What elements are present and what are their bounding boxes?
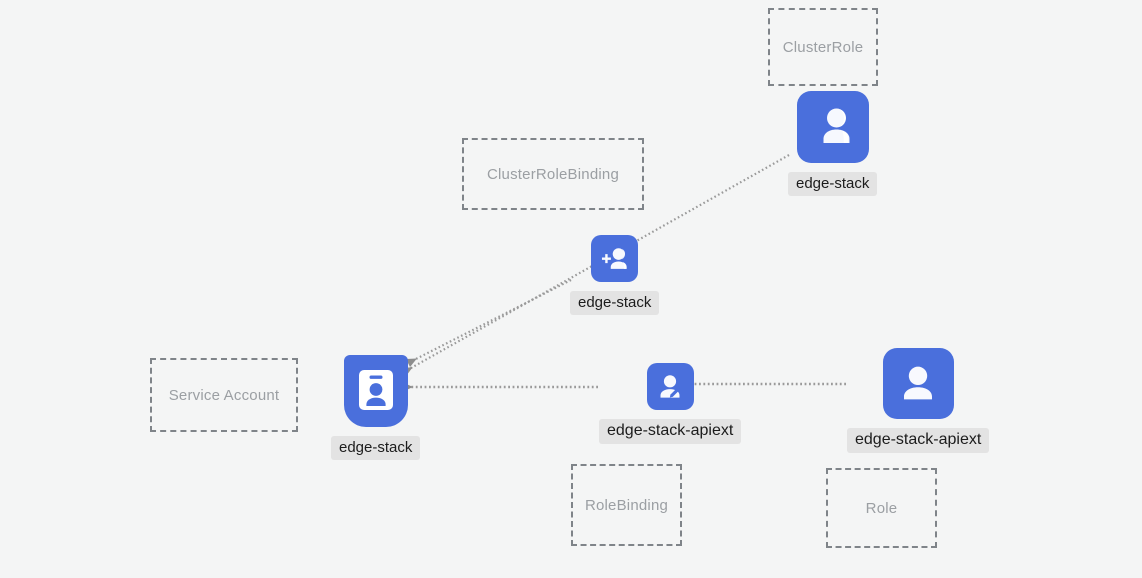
- node-label-serviceaccount-edge-stack: edge-stack: [331, 436, 421, 461]
- group-box-cluster-role: ClusterRole: [768, 8, 878, 86]
- id-badge-person-icon[interactable]: [343, 355, 408, 427]
- node-clusterrolebinding-edge-stack[interactable]: edge-stack: [570, 235, 660, 316]
- person-edit-icon[interactable]: [646, 363, 694, 410]
- person-icon[interactable]: [882, 348, 954, 419]
- node-rolebinding-edge-stack-apiext[interactable]: edge-stack-apiext: [599, 363, 742, 445]
- node-label-clusterrolebinding-edge-stack: edge-stack: [570, 291, 660, 316]
- group-box-role: Role: [826, 468, 937, 548]
- group-label-role-binding: RoleBinding: [584, 496, 669, 514]
- node-label-clusterrole-edge-stack: edge-stack: [788, 172, 878, 197]
- group-users-icon[interactable]: [796, 91, 869, 163]
- node-role-edge-stack-apiext[interactable]: edge-stack-apiext: [847, 348, 990, 454]
- group-label-role: Role: [865, 499, 898, 517]
- node-label-role-edge-stack-apiext: edge-stack-apiext: [847, 428, 990, 454]
- edge-clusterrolebinding-to-serviceaccount: [405, 279, 572, 368]
- group-label-cluster-role-binding: ClusterRoleBinding: [486, 165, 619, 183]
- group-box-cluster-role-binding: ClusterRoleBinding: [462, 138, 644, 210]
- node-serviceaccount-edge-stack[interactable]: edge-stack: [331, 355, 421, 461]
- node-clusterrole-edge-stack[interactable]: edge-stack: [788, 91, 878, 197]
- group-box-service-account: Service Account: [150, 358, 298, 432]
- node-label-rolebinding-edge-stack-apiext: edge-stack-apiext: [599, 419, 742, 445]
- group-box-role-binding: RoleBinding: [571, 464, 682, 546]
- add-group-users-icon[interactable]: [591, 235, 639, 282]
- group-label-cluster-role: ClusterRole: [782, 38, 864, 56]
- group-label-service-account: Service Account: [168, 386, 280, 404]
